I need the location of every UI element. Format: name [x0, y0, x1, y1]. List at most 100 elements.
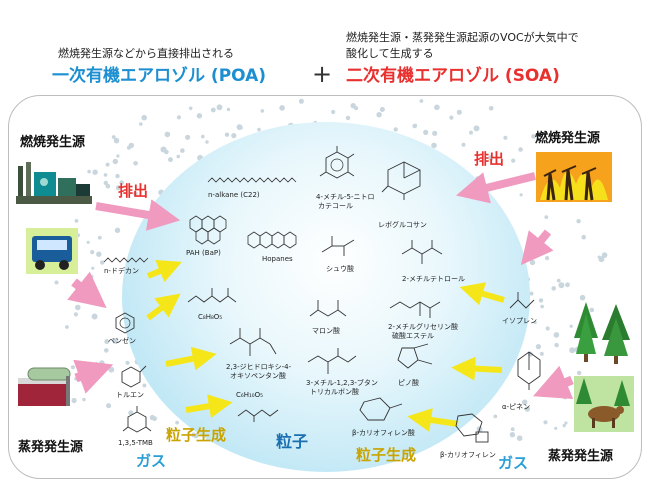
gas-dot: [576, 219, 581, 224]
gas-dot: [601, 252, 608, 258]
gas-dot: [434, 104, 440, 111]
gas-dot: [91, 266, 95, 270]
gas-dot: [105, 162, 110, 167]
gas-dot: [104, 339, 110, 345]
pinic-acid-label: ピノ酸: [398, 379, 419, 387]
emission-arrow-left: [95, 199, 181, 231]
gas-dot: [90, 250, 95, 255]
gas-dot: [106, 403, 112, 409]
gas-dot: [376, 112, 382, 118]
gas-dot: [379, 107, 385, 112]
gas-dot: [419, 99, 424, 103]
formation-arrow-tmb: [185, 394, 233, 419]
gas-dot: [86, 240, 90, 244]
gas-dot: [538, 298, 544, 303]
c6h10o5-structure-icon: [237, 409, 279, 422]
source-evaporation-right: 蒸発発生源: [548, 449, 614, 464]
pinene-label: α-ピネン: [502, 403, 531, 411]
pinic-acid-structure-icon: [397, 343, 433, 369]
gas-dot: [569, 324, 573, 328]
gas-dot: [201, 134, 205, 139]
gas-dot: [164, 131, 171, 138]
gas-dot: [161, 147, 167, 153]
gas-dot: [141, 114, 147, 121]
gas-dot: [112, 158, 119, 165]
gas-dot: [71, 397, 77, 404]
gas-dot: [128, 410, 134, 416]
isoprene-structure-icon: [509, 292, 535, 309]
gas-dot: [54, 280, 59, 285]
gas-dot: [518, 147, 523, 152]
methyl-nitrocatechol-label-1: 4-メチル-5-ニトロ: [316, 193, 375, 201]
gas-dot: [510, 427, 515, 432]
gas-dot: [524, 406, 531, 412]
dhop-label-2: オキソペンタン酸: [230, 372, 286, 380]
gas-dot: [97, 235, 102, 240]
gas-dot: [598, 256, 605, 263]
gas-dot: [100, 260, 105, 265]
gas-dot: [114, 227, 121, 233]
gas-dot: [564, 421, 568, 425]
plus-sign: +: [312, 60, 333, 88]
gas-dot: [519, 193, 523, 197]
poa-title: 一次有機エアロゾル (POA): [52, 66, 267, 86]
gas-dot: [569, 347, 576, 354]
gas-dot: [298, 98, 304, 104]
mbtca-label-1: 3-メチル-1,2,3-ブタン: [306, 379, 378, 387]
formation-arrow-benzene: [146, 293, 181, 321]
gas-dot: [65, 325, 69, 329]
gas-dot: [103, 180, 109, 186]
mga-sulfate-label-1: 2-メチルグリセリン酸: [388, 323, 458, 331]
gas-dot: [73, 312, 78, 317]
formation-arrow-toluene: [165, 346, 217, 371]
mga-sulfate-structure-icon: [389, 301, 441, 318]
malonic-acid-structure-icon: [309, 300, 347, 317]
gas-dot: [413, 123, 418, 127]
gas-dot: [105, 183, 111, 189]
formation-arrow-isoprene: [459, 282, 505, 306]
gas-dot: [74, 219, 79, 223]
tmb-label: 1,3,5-TMB: [118, 439, 153, 447]
gas-dot: [191, 432, 197, 438]
gas-dot: [331, 109, 336, 115]
gas-dot: [175, 420, 180, 425]
hopanes-label: Hopanes: [262, 255, 293, 263]
methyltetrol-label: 2-メチルテトロール: [402, 275, 465, 283]
gas-label-right: ガス: [498, 454, 529, 472]
dodecane-label: n-ドデカン: [104, 267, 139, 275]
isoprene-label: イソプレン: [502, 317, 537, 325]
gas-dot: [210, 107, 216, 113]
gas-dot: [556, 278, 561, 283]
methyl-nitrocatechol-structure-icon: [319, 146, 355, 179]
gas-dot: [196, 113, 203, 119]
particle-formation-label-left: 粒子生成: [166, 426, 227, 444]
emission-label-right: 排出: [474, 150, 505, 168]
soa-note-line1: 燃焼発生源・蒸発発生源起源のVOCが大気中で: [346, 31, 579, 44]
gas-dot: [509, 432, 516, 438]
gas-dot: [279, 105, 285, 111]
c6h10o5-label: C₆H₁₀O₅: [236, 391, 263, 399]
gas-dot: [581, 234, 586, 240]
gas-dot: [260, 109, 265, 113]
factory-icon: [16, 162, 92, 204]
gas-dot: [226, 107, 231, 112]
soa-note-line2: 酸化して生成する: [346, 47, 434, 60]
gas-dot: [554, 342, 559, 348]
gas-dot: [543, 420, 548, 425]
gas-dot: [119, 180, 124, 185]
gas-dot: [139, 122, 143, 126]
gas-dot: [579, 294, 586, 301]
benzene-label: ベンゼン: [108, 337, 136, 345]
benzene-structure-icon: [115, 312, 135, 334]
gas-dot: [126, 145, 131, 150]
gas-dot: [188, 106, 193, 111]
toluene-structure-icon: [121, 365, 147, 388]
gas-dot: [469, 130, 473, 135]
gas-dot: [493, 414, 498, 419]
gas-dot: [91, 313, 98, 320]
levoglucosan-structure-icon: [381, 161, 421, 200]
gas-dot: [142, 383, 147, 388]
gas-dot: [205, 140, 209, 144]
gas-dot: [432, 130, 438, 136]
